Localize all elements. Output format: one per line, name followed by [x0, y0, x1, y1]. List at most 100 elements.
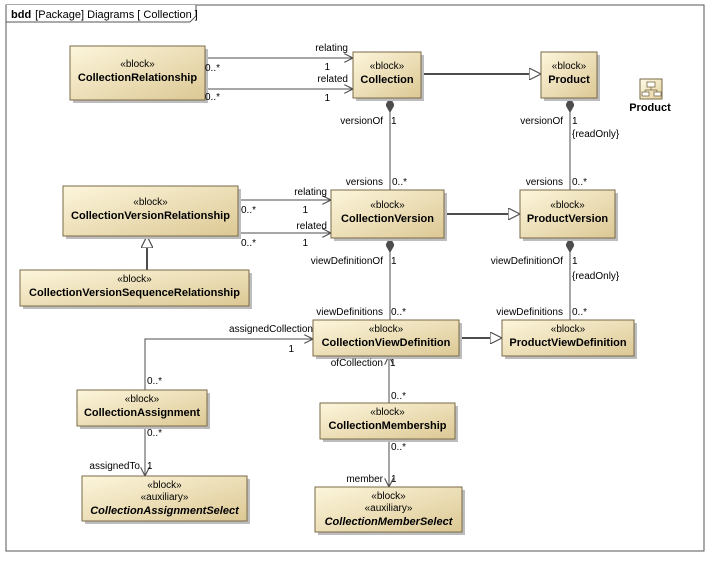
label-cv-viewdefs-mult: 0..* — [391, 307, 406, 318]
frame-tab — [5, 5, 197, 23]
block-name: Collection — [360, 74, 413, 86]
label-pv-viewdefs-mult: 0..* — [572, 307, 587, 318]
label-p-versions-mult: 0..* — [572, 177, 587, 188]
block-body — [76, 389, 208, 427]
frame-keyword: bdd — [11, 9, 31, 21]
block-collection-assignment[interactable]: «block» CollectionAssignment — [76, 389, 210, 429]
frame-title: [Package] Diagrams [ Collection ] — [35, 9, 198, 21]
block-stereotype: «block» — [369, 324, 404, 335]
label-cvr-relating-dst: 1 — [302, 205, 308, 216]
block-name: Product — [548, 74, 590, 86]
block-auxiliary-stereotype: «auxiliary» — [141, 492, 189, 503]
label-cm-ofcollection: ofCollection — [331, 358, 383, 369]
block-stereotype: «block» — [552, 61, 587, 72]
block-collection-version-sequence-relationship[interactable]: «block» CollectionVersionSequenceRelation… — [19, 269, 252, 309]
label-cr-relating: relating — [315, 43, 348, 54]
block-name: CollectionVersion — [341, 213, 434, 225]
label-cv-viewdefs: viewDefinitions — [316, 307, 383, 318]
block-stereotype: «block» — [370, 200, 405, 211]
block-stereotype: «block» — [133, 197, 168, 208]
label-cm-member: member — [346, 474, 383, 485]
label-p-versionof-mult: 1 — [572, 116, 578, 127]
block-name: CollectionAssignmentSelect — [90, 505, 240, 517]
label-cm-member-mult: 1 — [391, 474, 397, 485]
label-ca-assignedcoll: assignedCollection — [229, 324, 313, 335]
block-stereotype: «block» — [370, 61, 405, 72]
label-cm-ofcollection-mult: 1 — [390, 358, 396, 369]
block-body — [19, 269, 250, 307]
block-auxiliary-stereotype: «auxiliary» — [365, 503, 413, 514]
label-p-readonly-2: {readOnly} — [572, 271, 620, 282]
block-name: ProductViewDefinition — [509, 337, 626, 349]
label-pv-viewdefof-mult: 1 — [572, 256, 578, 267]
block-body — [540, 51, 598, 99]
block-collection-view-definition[interactable]: «block»CollectionViewDefinition — [312, 319, 462, 359]
block-name: ProductVersion — [527, 213, 609, 225]
svg-text:bdd[Package] Diagrams [ Collec: bdd [Package] Diagrams [ Collection ] — [11, 9, 198, 21]
block-product-view-definition[interactable]: «block» ProductViewDefinition — [501, 319, 637, 359]
label-cv-viewdefof: viewDefinitionOf — [311, 256, 383, 267]
label-cvr-related: related — [296, 221, 327, 232]
block-body — [519, 189, 616, 239]
block-body — [69, 45, 206, 101]
block-collection-version[interactable]: «block» CollectionVersion — [330, 189, 447, 241]
label-p-versions: versions — [526, 177, 563, 188]
product-diagram-link[interactable]: Product — [629, 78, 671, 114]
block-product[interactable]: «block» Product — [540, 51, 600, 101]
label-c-versionof: versionOf — [340, 116, 383, 127]
label-cr-related-src: 0..* — [205, 92, 220, 103]
block-collection-assignment-select[interactable]: «block»«auxiliary» CollectionAssignmentSe… — [81, 475, 250, 524]
block-stereotype: «block» — [125, 394, 160, 405]
label-pv-viewdefs: viewDefinitions — [496, 307, 563, 318]
label-cr-related-dst: 1 — [324, 93, 330, 104]
label-p-readonly-1: {readOnly} — [572, 129, 620, 140]
label-cm-src-mult: 0..* — [391, 391, 406, 402]
block-collection-relationship[interactable]: «block» CollectionRelationship — [69, 45, 208, 103]
label-cr-related: related — [317, 74, 348, 85]
block-body — [352, 51, 422, 99]
label-ca-assignedto-src: 0..* — [147, 428, 162, 439]
block-name: CollectionVersionSequenceRelationship — [29, 287, 240, 299]
block-collection[interactable]: «block» Collection — [352, 51, 424, 101]
label-ca-assignedcoll-mult: 1 — [288, 344, 294, 355]
block-name: CollectionMemberSelect — [325, 516, 454, 528]
block-name: CollectionRelationship — [78, 72, 197, 84]
block-name: CollectionMembership — [329, 420, 447, 432]
block-stereotype: «block» — [117, 274, 152, 285]
block-body — [312, 319, 460, 357]
block-name: CollectionAssignment — [84, 407, 200, 419]
block-stereotype: «block» — [370, 407, 405, 418]
block-collection-member-select[interactable]: «block»«auxiliary» CollectionMemberSelect — [314, 486, 465, 535]
block-body — [319, 402, 456, 440]
product-diagram-label: Product — [629, 102, 671, 114]
block-collection-membership[interactable]: «block» CollectionMembership — [319, 402, 458, 442]
label-cvr-relating-src: 0..* — [241, 205, 256, 216]
label-cvr-relating: relating — [294, 187, 327, 198]
label-ca-assignedto: assignedTo — [89, 461, 140, 472]
label-ca-assignedto-mult: 1 — [147, 461, 153, 472]
block-body — [330, 189, 445, 239]
block-product-version[interactable]: «block» ProductVersion — [519, 189, 618, 241]
label-cr-relating-dst: 1 — [324, 62, 330, 73]
block-stereotype: «block» — [550, 200, 585, 211]
block-body — [314, 486, 463, 533]
block-stereotype: «block» — [147, 480, 182, 491]
label-cvr-related-dst: 1 — [302, 238, 308, 249]
block-body — [62, 185, 239, 237]
block-body — [501, 319, 635, 357]
label-c-versionof-mult: 1 — [391, 116, 397, 127]
block-name: CollectionVersionRelationship — [71, 210, 230, 222]
label-cm-member-src: 0..* — [391, 442, 406, 453]
label-cv-viewdefof-mult: 1 — [391, 256, 397, 267]
label-ca-src-mult: 0..* — [147, 376, 162, 387]
label-c-versions: versions — [346, 177, 383, 188]
block-collection-version-relationship[interactable]: «block» CollectionVersionRelationship — [62, 185, 241, 239]
block-stereotype: «block» — [371, 491, 406, 502]
block-stereotype: «block» — [120, 59, 155, 70]
label-cvr-related-src: 0..* — [241, 238, 256, 249]
label-c-versions-mult: 0..* — [392, 177, 407, 188]
block-stereotype: «block» — [551, 324, 586, 335]
label-p-versionof: versionOf — [520, 116, 563, 127]
block-body — [81, 475, 248, 522]
